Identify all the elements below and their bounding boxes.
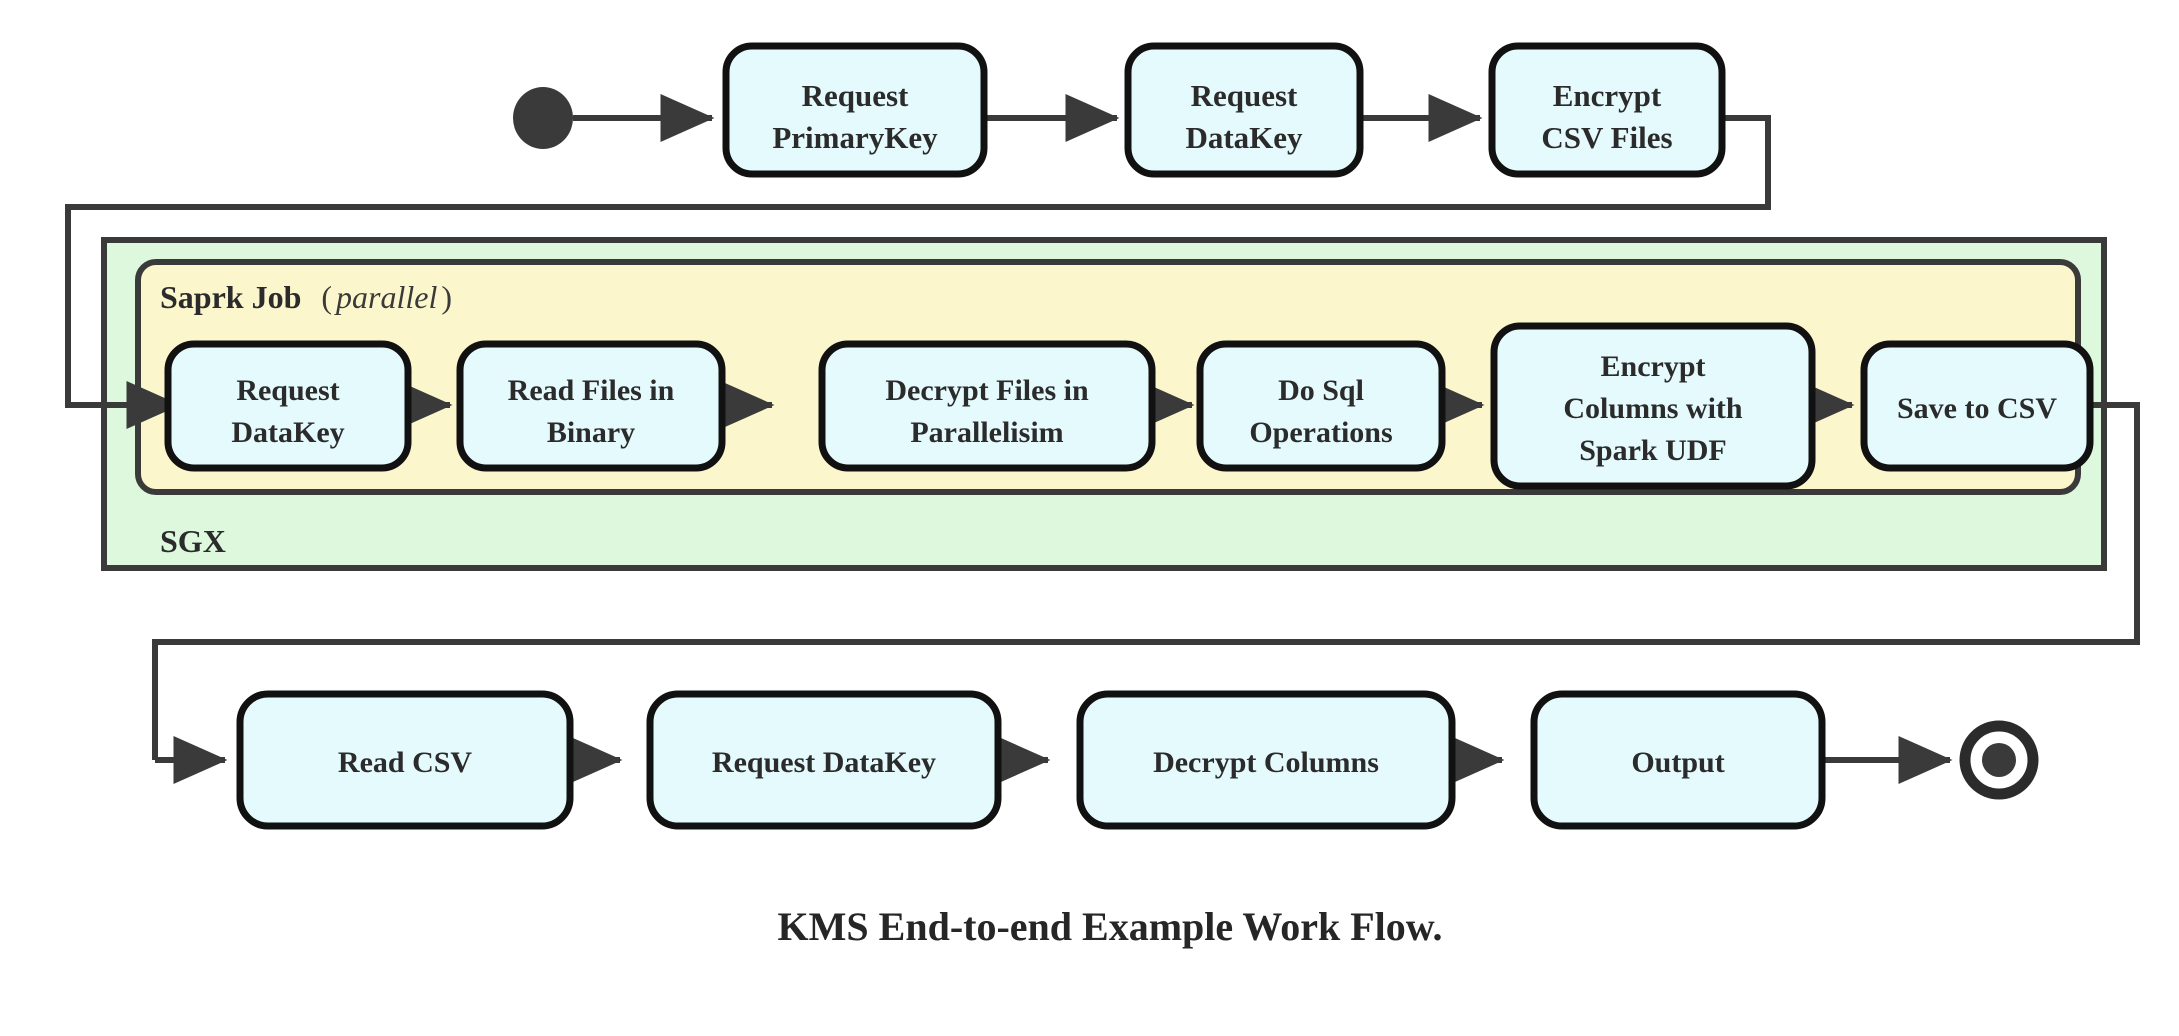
node-request-datakey-spark[interactable]: Request DataKey [164, 340, 412, 472]
node-request-primarykey-box[interactable] [722, 42, 988, 178]
start-node-dot [513, 87, 573, 149]
node-save-to-csv-box[interactable] [1860, 340, 2094, 472]
node-request-datakey-top-line-2: DataKey [1185, 120, 1303, 155]
node-request-datakey-spark-line-1: Request [236, 374, 339, 407]
node-read-csv[interactable]: Read CSV [236, 690, 574, 830]
spark-job-label-main: Saprk Job [160, 279, 301, 315]
node-encrypt-csv-files[interactable]: Encrypt CSV Files [1488, 42, 1726, 178]
node-request-datakey-bottom[interactable]: Request DataKey [646, 690, 1002, 830]
node-read-files-in-binary-box[interactable] [456, 340, 726, 472]
node-output-line-1: Output [1631, 746, 1724, 779]
node-do-sql-operations-box[interactable] [1196, 340, 1446, 472]
node-request-datakey-top-box[interactable] [1124, 42, 1364, 178]
node-read-files-in-binary[interactable]: Read Files in Binary [456, 340, 726, 472]
node-request-datakey-bottom-box[interactable] [646, 690, 1002, 830]
node-decrypt-columns-line-1: Decrypt Columns [1153, 746, 1379, 779]
node-encrypt-csv-files-box[interactable] [1488, 42, 1726, 178]
end-node-inner-dot [1982, 743, 2016, 777]
node-decrypt-files-in-parallelisim[interactable]: Decrypt Files in Parallelisim [818, 340, 1156, 472]
node-read-csv-line-1: Read CSV [338, 746, 473, 779]
node-decrypt-files-in-parallelisim-line-2: Parallelisim [910, 416, 1063, 449]
node-request-datakey-spark-line-2: DataKey [231, 416, 344, 449]
node-do-sql-operations-line-1: Do Sql [1278, 374, 1364, 407]
spark-job-label-italic: parallel [334, 279, 437, 315]
node-read-files-in-binary-line-2: Binary [547, 416, 635, 449]
node-encrypt-columns-with-spark-udf-box[interactable] [1490, 322, 1816, 490]
node-output-box[interactable] [1530, 690, 1826, 830]
node-do-sql-operations-line-2: Operations [1249, 416, 1392, 449]
node-decrypt-columns-box[interactable] [1076, 690, 1456, 830]
diagram-caption: KMS End-to-end Example Work Flow. [778, 904, 1443, 949]
node-encrypt-columns-with-spark-udf-line-3: Spark UDF [1579, 434, 1727, 467]
spark-job-container-label: Saprk Job ( parallel ) [160, 279, 452, 315]
node-save-to-csv[interactable]: Save to CSV [1860, 340, 2094, 472]
node-request-datakey-spark-box[interactable] [164, 340, 412, 472]
edges-layer [65, 94, 2140, 784]
edge-save-csv-to-read-csv [152, 402, 2140, 760]
node-request-datakey-top-line-1: Request [1191, 78, 1298, 113]
end-node [1959, 720, 2039, 800]
node-request-datakey-top[interactable]: Request DataKey [1124, 42, 1364, 178]
spark-job-label-paren-open: ( [321, 279, 332, 315]
node-output[interactable]: Output [1530, 690, 1826, 830]
node-request-datakey-bottom-line-1: Request DataKey [712, 746, 936, 779]
node-request-primarykey-line-2: PrimaryKey [772, 120, 938, 155]
edge-encrypt-csv-to-spark-request-datakey [65, 115, 1771, 408]
node-decrypt-files-in-parallelisim-box[interactable] [818, 340, 1156, 472]
node-encrypt-csv-files-line-1: Encrypt [1553, 78, 1662, 113]
node-encrypt-columns-with-spark-udf-line-2: Columns with [1563, 392, 1743, 425]
node-decrypt-columns[interactable]: Decrypt Columns [1076, 690, 1456, 830]
start-node [513, 87, 573, 149]
node-read-csv-box[interactable] [236, 690, 574, 830]
node-encrypt-columns-with-spark-udf-line-1: Encrypt [1601, 350, 1706, 383]
node-request-primarykey[interactable]: Request PrimaryKey [722, 42, 988, 178]
node-encrypt-csv-files-line-2: CSV Files [1541, 120, 1672, 155]
spark-job-label-paren-close: ) [441, 279, 452, 315]
sgx-container-label: SGX [160, 523, 226, 559]
node-read-files-in-binary-line-1: Read Files in [508, 374, 675, 407]
node-decrypt-files-in-parallelisim-line-1: Decrypt Files in [885, 374, 1089, 407]
node-save-to-csv-line-1: Save to CSV [1897, 392, 2057, 425]
node-request-primarykey-line-1: Request [802, 78, 909, 113]
node-encrypt-columns-with-spark-udf[interactable]: Encrypt Columns with Spark UDF [1490, 322, 1816, 490]
node-do-sql-operations[interactable]: Do Sql Operations [1196, 340, 1446, 472]
